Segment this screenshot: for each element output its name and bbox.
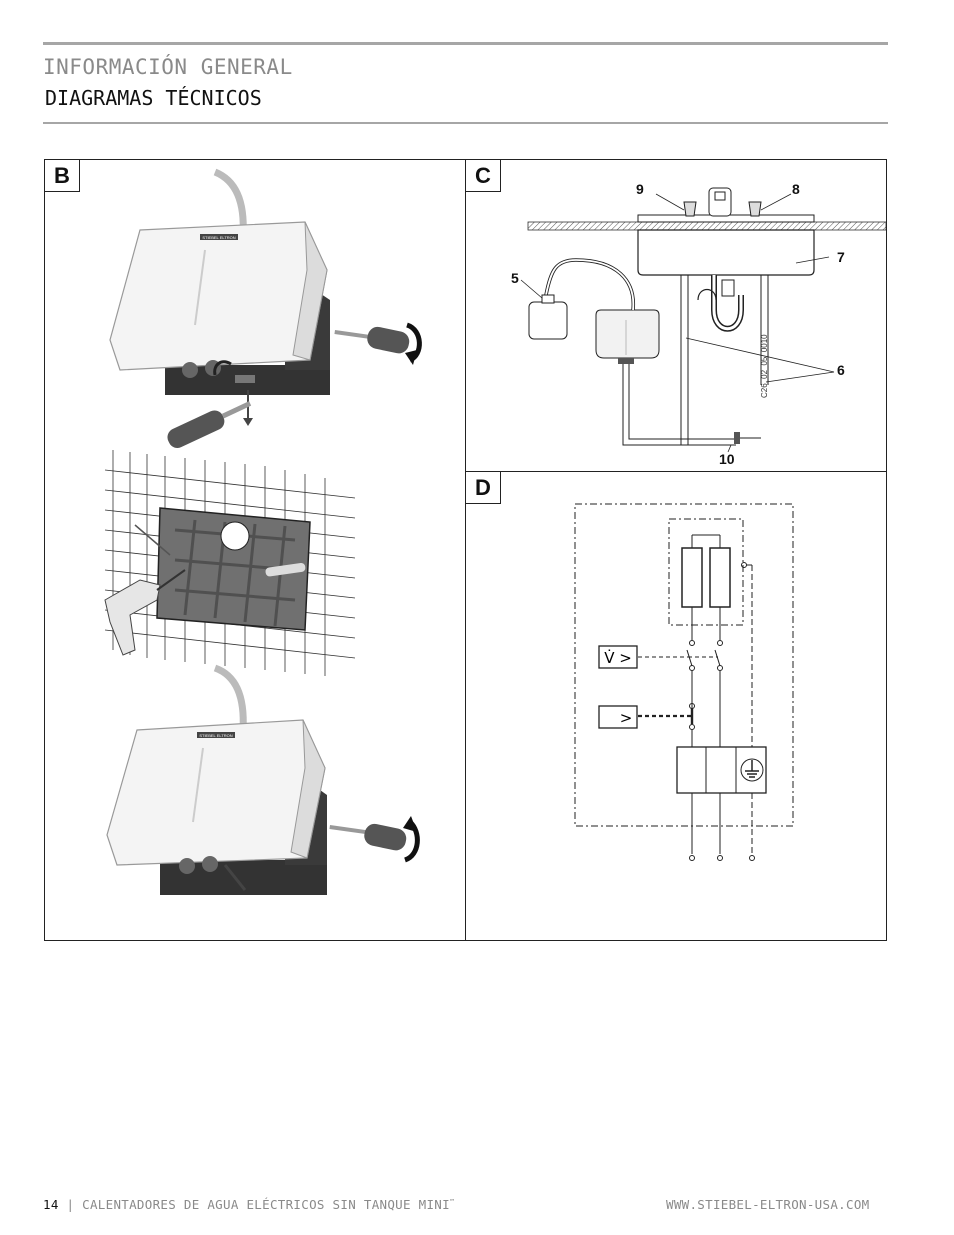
pressure-symbol: > [620, 709, 633, 727]
sink-basin [637, 229, 815, 276]
valve-hot [683, 201, 697, 217]
trademark-mark: ™ [449, 1197, 455, 1206]
page-title: DIAGRAMAS TÉCNICOS [45, 86, 262, 110]
heater-bottom-brand: STIEBEL ELTRON [199, 733, 232, 738]
frame-vertical-divider [465, 159, 466, 941]
callout-8: 8 [792, 181, 800, 197]
heater-bottom: STIEBEL ELTRON [106, 664, 420, 895]
flow-sensor-box [598, 645, 638, 669]
footer-left: 14 | CALENTADORES DE AGUA ELÉCTRICOS SIN… [43, 1197, 454, 1212]
flow-symbol: V̇ > [604, 648, 632, 667]
figure-d-schematic: V̇ > > [574, 503, 794, 861]
heater-unit [595, 309, 660, 359]
panel-label-b: B [45, 160, 80, 192]
junction-box [528, 301, 568, 340]
panel-label-d: D [466, 472, 501, 504]
footer-separator: | [66, 1197, 75, 1212]
mounting-plate [104, 507, 311, 656]
frame-horizontal-divider [465, 471, 887, 472]
figure-id: C26_02_05_0010 [760, 334, 769, 398]
valve-cold [748, 201, 762, 217]
pressure-sensor-box [598, 705, 638, 729]
callout-6: 6 [837, 362, 845, 378]
figure-c-illustration [520, 187, 886, 453]
heater-top: STIEBEL ELTRON [109, 168, 422, 449]
section-heading: INFORMACIÓN GENERAL [43, 55, 293, 79]
footer-product: CALENTADORES DE AGUA ELÉCTRICOS SIN TANQ… [82, 1197, 450, 1212]
figure-b-illustration: STIEBEL ELTRON ST [104, 168, 422, 895]
page-number: 14 [43, 1197, 59, 1212]
callout-5: 5 [511, 270, 519, 286]
heater-top-brand: STIEBEL ELTRON [202, 235, 235, 240]
header-rule-bottom [43, 122, 888, 124]
callout-10: 10 [719, 451, 735, 467]
callout-7: 7 [837, 249, 845, 265]
callout-9: 9 [636, 181, 644, 197]
header-rule-top [43, 42, 888, 45]
footer-url[interactable]: WWW.STIEBEL-ELTRON-USA.COM [666, 1197, 870, 1212]
panel-label-c: C [466, 160, 501, 192]
